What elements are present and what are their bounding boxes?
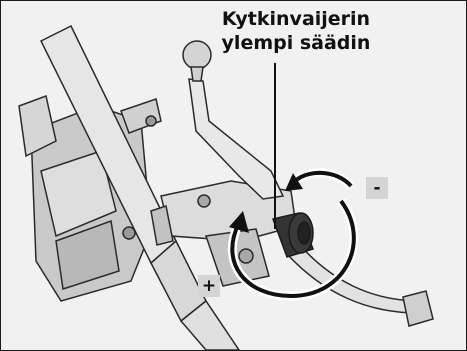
callout-line-1: Kytkinvaijerin xyxy=(201,7,391,31)
decrease-direction-tag: - xyxy=(366,177,388,199)
upper-cable-adjuster xyxy=(273,213,313,257)
cable-adjuster-callout: Kytkinvaijerin ylempi säädin xyxy=(201,7,391,55)
callout-line-2: ylempi säädin xyxy=(201,31,391,55)
clutch-cable xyxy=(286,241,433,326)
curved-arrow-counterclockwise-icon xyxy=(285,173,351,191)
clutch-lever xyxy=(183,41,283,199)
increase-direction-tag: + xyxy=(198,275,220,297)
